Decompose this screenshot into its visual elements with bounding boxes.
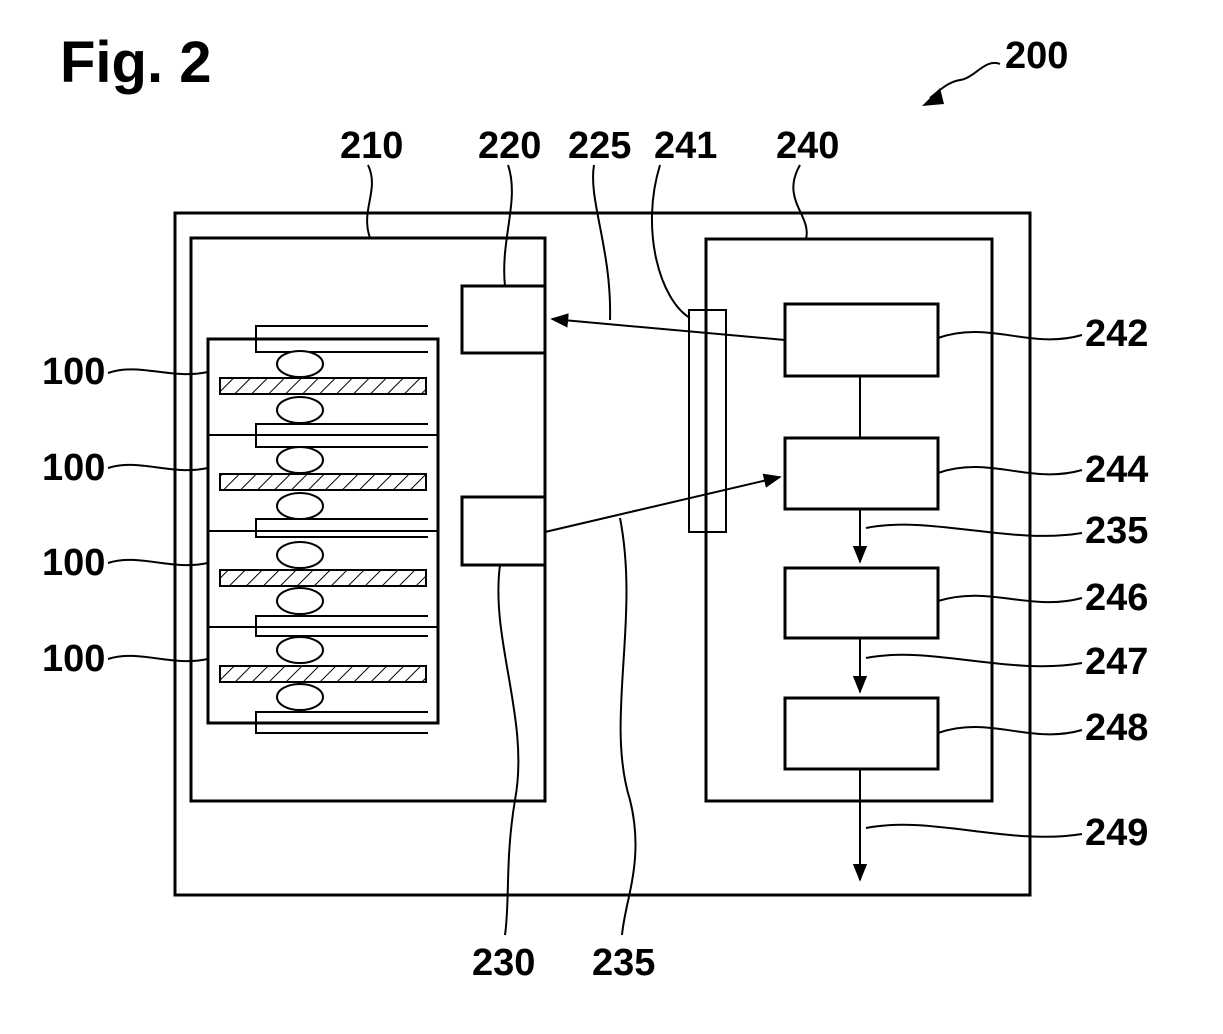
ellipse-5 [277,542,323,568]
leader-249 [866,825,1082,837]
hatched-layer-3 [220,570,426,586]
label-244: 244 [1085,449,1148,491]
label-225: 225 [568,125,631,167]
electrode-tab-3 [256,519,428,537]
leader-248 [938,727,1082,734]
label-230: 230 [472,942,535,984]
label-210: 210 [340,125,403,167]
leader-240 [793,165,806,239]
leader-225 [593,165,610,320]
leader-247 [866,655,1082,667]
label-241: 241 [654,125,717,167]
arrowhead-200 [922,88,944,106]
label-242: 242 [1085,313,1148,355]
label-249: 249 [1085,812,1148,854]
leader-210 [367,165,372,238]
leader-242 [938,332,1082,339]
label-100-3: 100 [42,542,105,584]
leader-235-right [866,525,1082,536]
ellipse-4 [277,493,323,519]
label-100-4: 100 [42,638,105,680]
label-247: 247 [1085,641,1148,683]
leader-235-bottom [620,518,636,935]
ellipse-7 [277,637,323,663]
leader-246 [938,596,1082,602]
label-248: 248 [1085,707,1148,749]
label-200: 200 [1005,35,1068,77]
leader-241 [652,165,690,318]
hatched-layer-2 [220,474,426,490]
leader-100-3 [108,560,208,565]
leader-230 [498,565,518,935]
ellipse-1 [277,351,323,377]
hatched-layer-4 [220,666,426,682]
block-248 [785,698,938,769]
leader-100-1 [108,369,208,374]
ellipse-2 [277,397,323,423]
ellipse-6 [277,588,323,614]
figure-title: Fig. 2 [60,30,211,95]
label-220: 220 [478,125,541,167]
block-242 [785,304,938,376]
label-235-bottom: 235 [592,942,655,984]
label-240: 240 [776,125,839,167]
ellipse-3 [277,447,323,473]
leader-220 [504,165,512,286]
signal-225-arrow [552,319,785,340]
leader-100-4 [108,656,208,661]
block-244 [785,438,938,509]
sensor-230-box [462,497,545,565]
hatched-layer-1 [220,378,426,394]
leader-244 [938,467,1082,474]
sensor-220-box [462,286,545,353]
label-235-right: 235 [1085,510,1148,552]
signal-235-arrow [545,477,780,532]
leader-100-2 [108,465,208,470]
label-246: 246 [1085,577,1148,619]
label-100-1: 100 [42,351,105,393]
block-246 [785,568,938,638]
label-100-2: 100 [42,447,105,489]
control-unit-240-box [706,239,992,801]
ellipse-8 [277,684,323,710]
